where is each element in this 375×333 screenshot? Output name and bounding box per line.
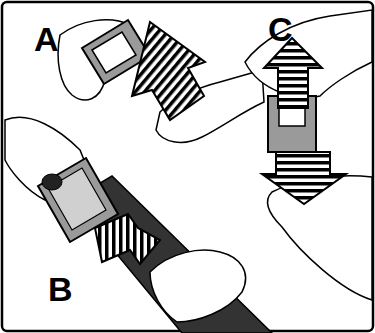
buckle-slot bbox=[92, 32, 136, 73]
direction-arrow bbox=[95, 214, 160, 264]
hand bbox=[150, 250, 246, 322]
direction-arrow bbox=[132, 22, 205, 120]
frame bbox=[2, 2, 373, 331]
hand bbox=[268, 176, 372, 300]
release-button bbox=[42, 174, 62, 190]
direction-arrow bbox=[262, 152, 346, 204]
direction-arrow bbox=[264, 38, 322, 108]
panel-letter: C bbox=[268, 12, 293, 46]
panel-letter: B bbox=[48, 272, 73, 306]
panel-letter: A bbox=[34, 22, 59, 56]
